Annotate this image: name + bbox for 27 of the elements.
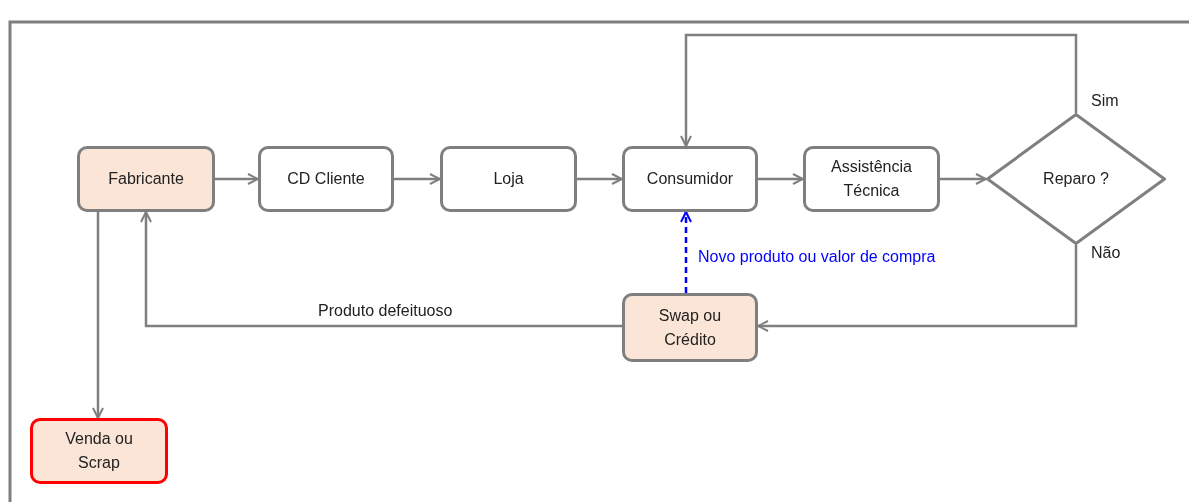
node-label: Reparo ? (1042, 169, 1110, 189)
arrow (940, 173, 987, 185)
process-box (622, 146, 758, 212)
process-box (440, 146, 577, 212)
node-label: Loja (492, 169, 525, 189)
node-label: Venda ou Scrap (64, 429, 134, 473)
arrow (140, 211, 622, 328)
arrow (394, 173, 441, 185)
process-box (30, 418, 168, 484)
process-box (622, 293, 758, 362)
arrow (680, 33, 1078, 147)
decision-diamond (986, 113, 1166, 245)
dashed-arrow (680, 211, 692, 293)
process-box (258, 146, 394, 212)
process-box (77, 146, 215, 212)
node-label: Swap ou Crédito (657, 305, 723, 350)
arrow (757, 245, 1078, 332)
arrow (92, 212, 104, 419)
node-label: CD Cliente (286, 169, 366, 189)
arrow (215, 173, 259, 185)
edge-label: Novo produto ou valor de compra (696, 248, 938, 266)
node-label: Assistência Técnica (830, 157, 913, 201)
arrow (577, 173, 623, 185)
arrow (758, 173, 804, 185)
node-label: Fabricante (107, 169, 185, 189)
node-label: Consumidor (645, 169, 735, 189)
process-box (803, 146, 940, 212)
